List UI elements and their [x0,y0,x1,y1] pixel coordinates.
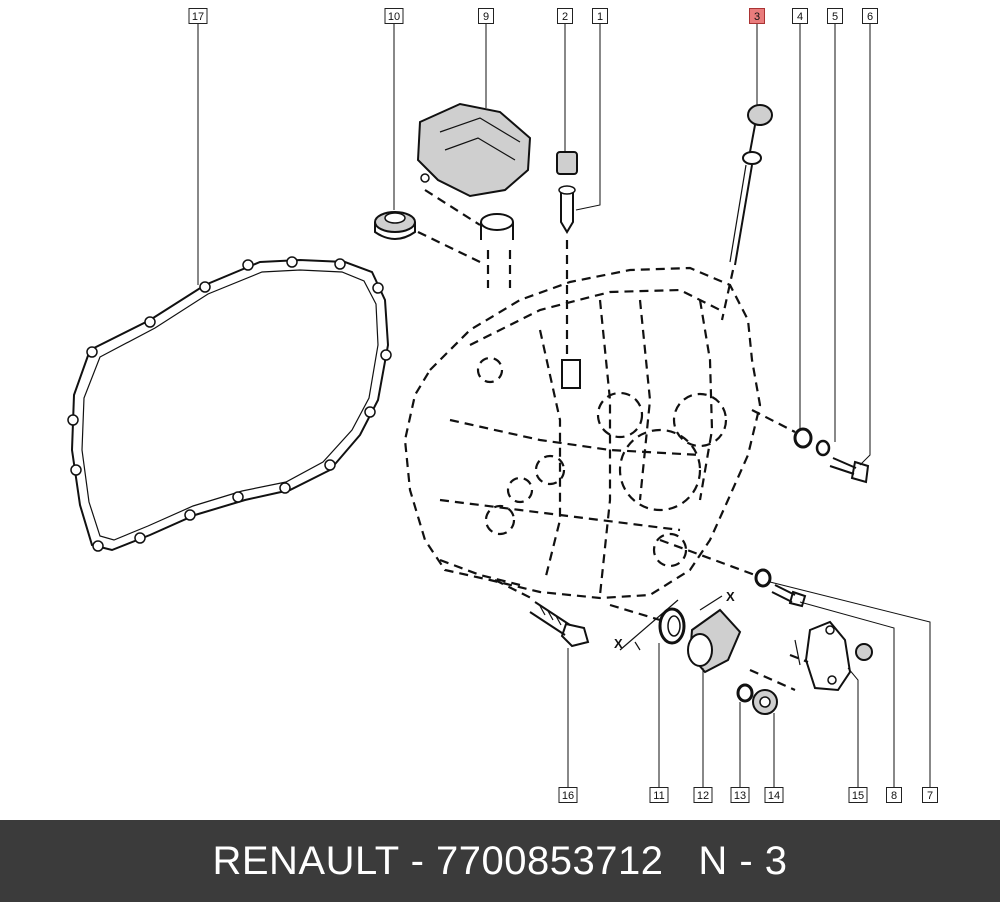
bolt-long [494,579,590,648]
svg-text:8: 8 [891,790,897,802]
axis-mark-x-lower: X [614,636,623,651]
part-label-14: 14 [764,787,784,803]
svg-text:6: 6 [867,11,873,23]
footer-banner: RENAULT - 7700853712 N - 3 [0,820,1000,902]
svg-text:13: 13 [734,790,746,802]
cover-part [416,102,532,288]
svg-text:9: 9 [483,11,489,23]
part-label-6: 6 [862,8,878,24]
part-label-2: 2 [557,8,573,24]
svg-text:3: 3 [754,11,760,23]
part-label-15: 15 [848,787,868,803]
part-label-7: 7 [922,787,938,803]
part-label-8: 8 [886,787,902,803]
svg-text:15: 15 [852,790,864,802]
svg-text:7: 7 [927,790,933,802]
gearbox-housing [403,266,762,600]
part-label-11: 11 [649,787,669,803]
part-label-10: 10 [384,8,404,24]
bolt-assembly-lower [659,538,807,608]
part-label-16: 16 [558,787,578,803]
svg-text:4: 4 [797,11,803,23]
part-label-5: 5 [827,8,843,24]
part-label-17: 17 [188,8,208,24]
svg-text:17: 17 [192,11,204,23]
seal-part [609,599,686,651]
svg-text:14: 14 [768,790,780,802]
svg-text:1: 1 [597,11,603,23]
svg-text:2: 2 [562,11,568,23]
axis-mark-x-upper: X [726,589,735,604]
sensor-part [789,620,873,692]
speedo-drive-part [687,595,742,674]
plug-part [556,151,578,355]
ring-parts [736,668,796,715]
svg-text:12: 12 [697,790,709,802]
dipstick-part [720,104,773,321]
part-label-13: 13 [730,787,750,803]
svg-text:16: 16 [562,790,574,802]
bolt-assembly-right [751,409,870,484]
breather-part [374,211,416,240]
part-label-4: 4 [792,8,808,24]
part-label-12: 12 [693,787,713,803]
part-label-9: 9 [478,8,494,24]
svg-text:10: 10 [388,11,400,23]
part-label-1: 1 [592,8,608,24]
svg-text:5: 5 [832,11,838,23]
leader-lines [197,24,931,788]
svg-text:11: 11 [653,790,664,802]
gasket-part [67,256,392,552]
footer-text: RENAULT - 7700853712 N - 3 [212,838,788,883]
part-label-3: 3 [749,8,765,24]
